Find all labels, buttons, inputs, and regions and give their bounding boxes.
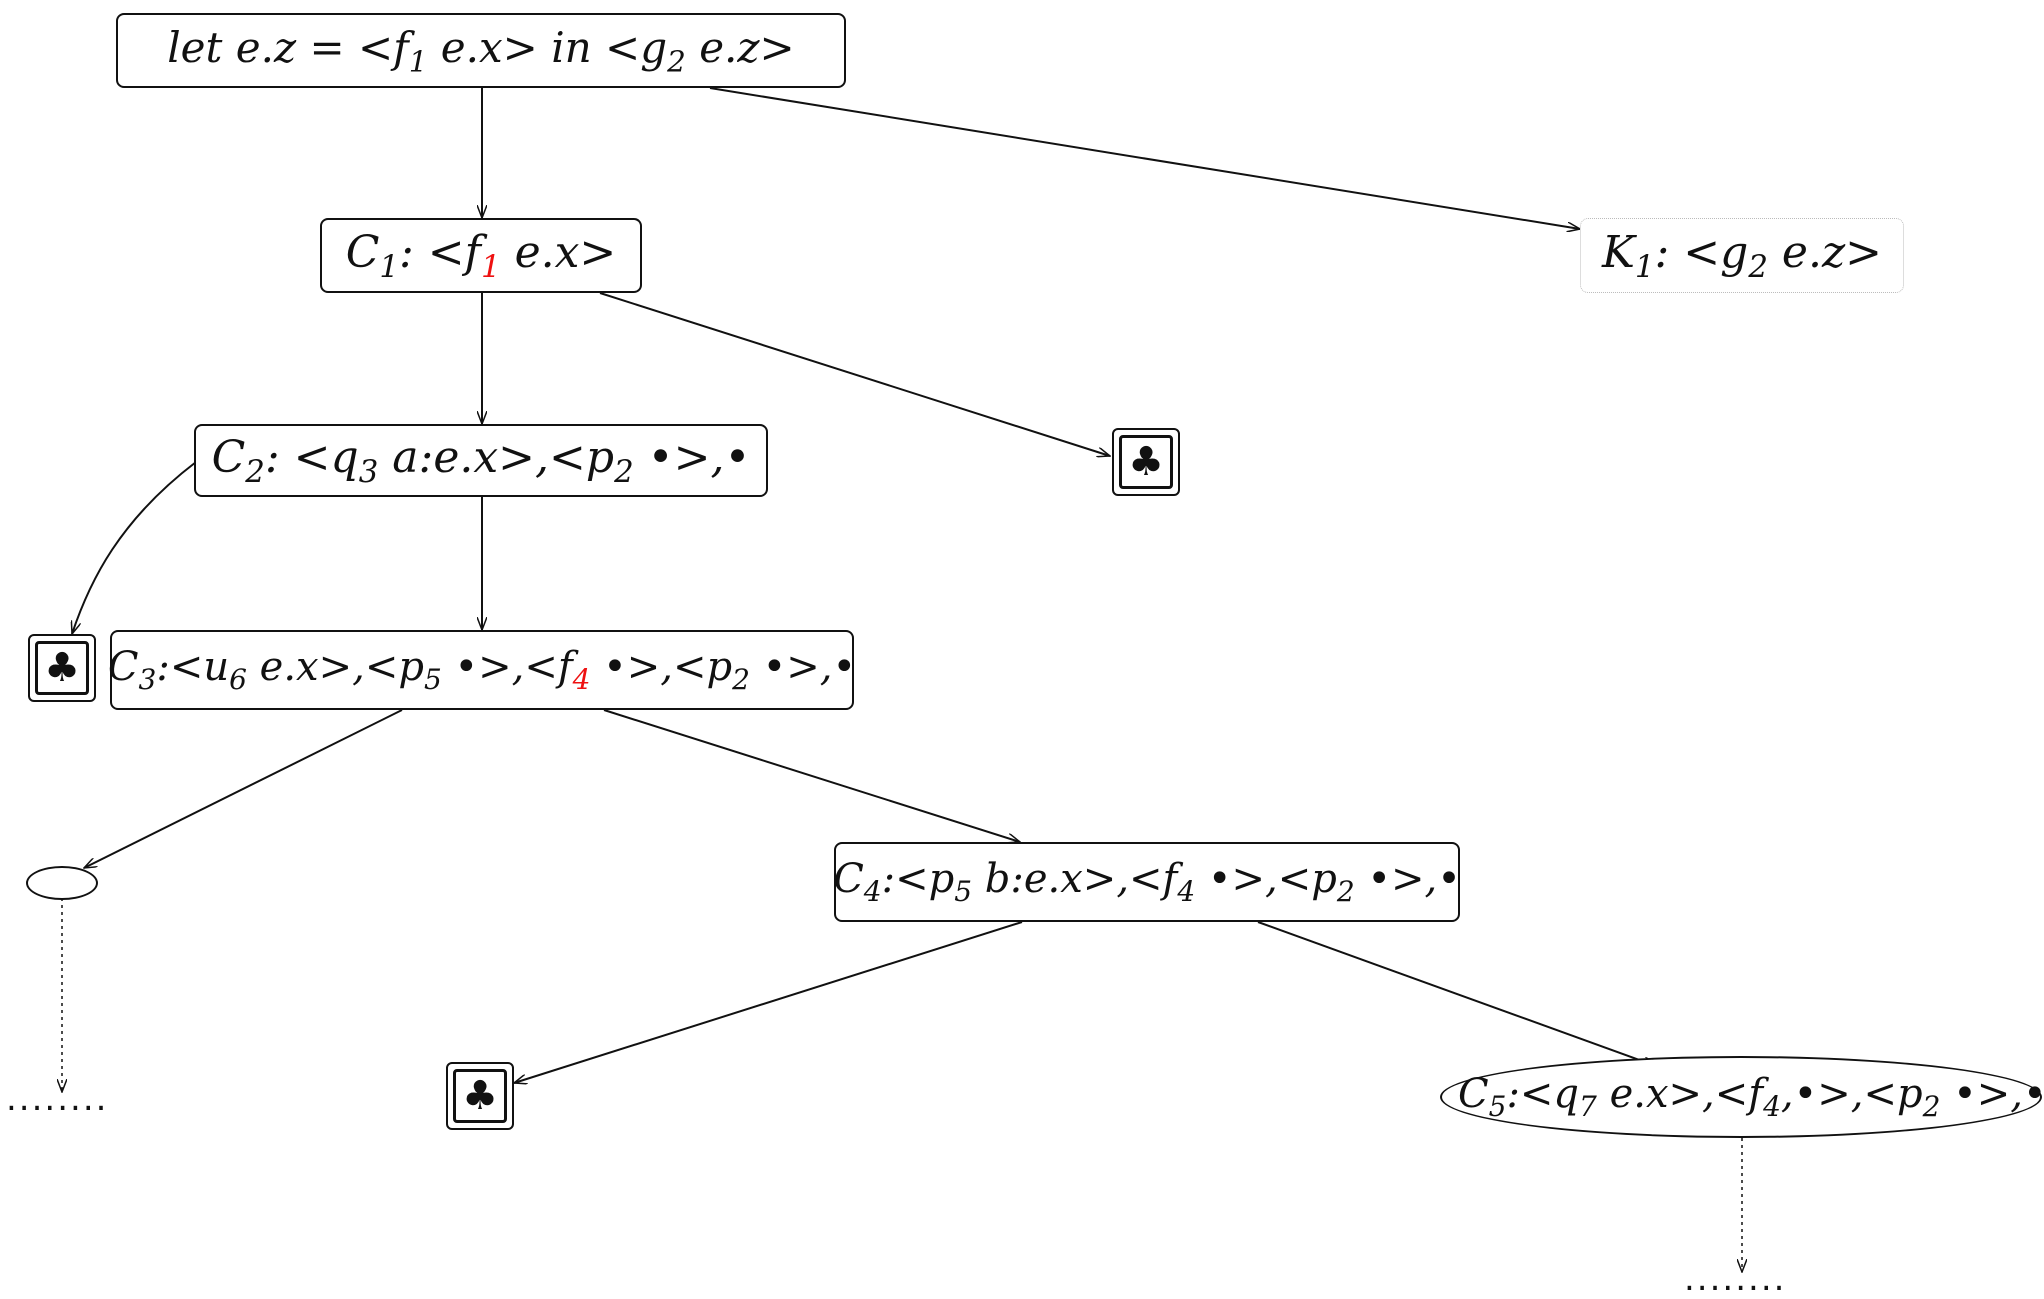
continuation-dots-left: ........ (6, 1079, 109, 1119)
c3-node: C3:<u6 e.x>,<p5 •>,<f4 •>,<p2 •>,• (107, 630, 857, 710)
edge-root-k1 (709, 87, 1580, 229)
root-let-node: let e.z = <f1 e.x> in <g2 e.z> (116, 13, 846, 88)
c4-label: C4:<p5 b:e.x>,<f4 •>,<p2 •>,• (833, 856, 1461, 908)
c1-node: C1: <f1 e.x> (320, 218, 642, 293)
c5-node: C5:<q7 e.x>,<f4,•>,<p2 •>,• (1440, 1056, 2044, 1138)
continuation-dots-right: ........ (1684, 1259, 1787, 1299)
c3-label: C3:<u6 e.x>,<p5 •>,<f4 •>,<p2 •>,• (107, 644, 857, 696)
edge-c4-c5 (1257, 921, 1656, 1066)
club-icon: ♣ (35, 641, 89, 695)
terminal-club-c4: ♣ (446, 1062, 514, 1130)
terminal-club-c1: ♣ (1112, 428, 1180, 496)
c2-label: C2: <q3 a:e.x>,<p2 •>,• (211, 431, 751, 490)
edge-c2-terminal (72, 461, 197, 634)
club-icon: ♣ (453, 1069, 507, 1123)
root-let-label: let e.z = <f1 e.x> in <g2 e.z> (167, 22, 795, 79)
k1-node: K1: <g2 e.z> (1580, 218, 1904, 293)
c1-label: C1: <f1 e.x> (345, 226, 617, 285)
terminal-club-c2: ♣ (28, 634, 96, 702)
k1-label: K1: <g2 e.z> (1602, 226, 1882, 285)
edge-c3-c4 (603, 709, 1020, 842)
open-branch-ellipse (26, 866, 98, 900)
edge-c3-ellipse (84, 709, 403, 868)
c5-label: C5:<q7 e.x>,<f4,•>,<p2 •>,• (1458, 1071, 2044, 1123)
edge-c1-terminal (599, 292, 1110, 456)
c2-node: C2: <q3 a:e.x>,<p2 •>,• (194, 424, 768, 497)
club-icon: ♣ (1119, 435, 1173, 489)
c4-node: C4:<p5 b:e.x>,<f4 •>,<p2 •>,• (833, 842, 1461, 922)
edge-c4-terminal (514, 921, 1023, 1083)
